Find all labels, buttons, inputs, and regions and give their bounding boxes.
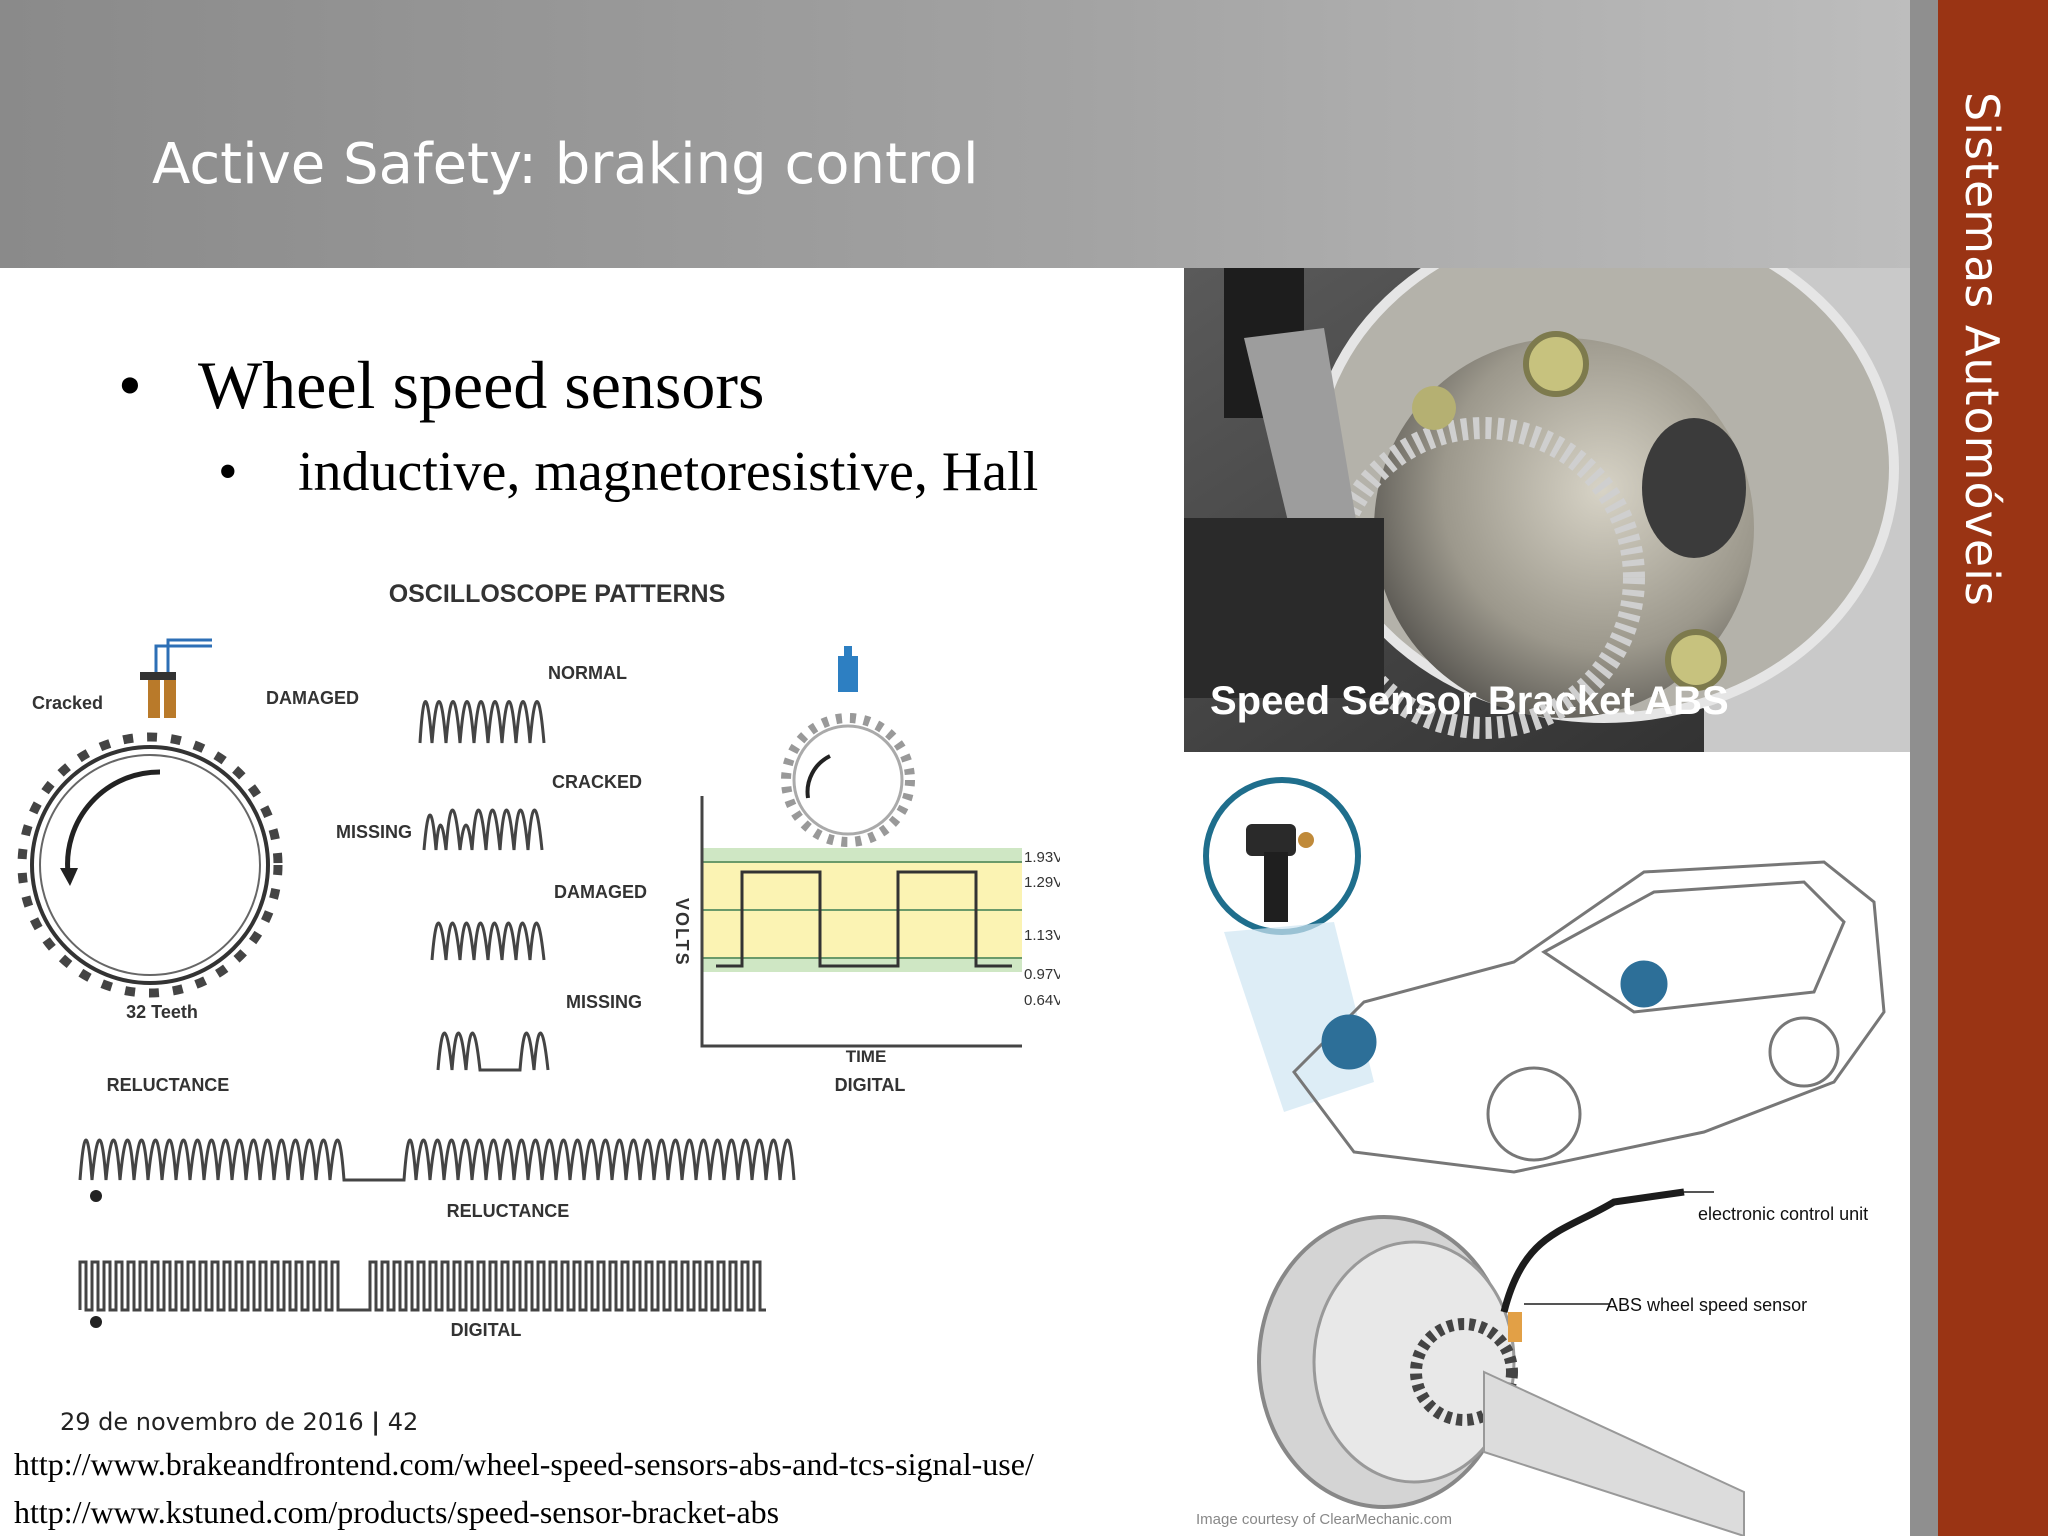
pattern-label-damaged: DAMAGED <box>554 882 647 902</box>
pattern-label-normal: NORMAL <box>548 663 627 683</box>
digital-wave-label: DIGITAL <box>451 1320 522 1340</box>
volt-level-2: 1.29V <box>1024 874 1060 891</box>
reluctance-caption: RELUCTANCE <box>107 1075 230 1095</box>
bullet-symbol: • <box>218 441 238 503</box>
tone-wheel <box>17 732 283 998</box>
speed-sensor-bracket-photo: Speed Sensor Bracket ABS <box>1184 268 1910 752</box>
ring-label-missing: MISSING <box>336 822 412 842</box>
pattern-normal-wave <box>418 700 546 744</box>
bullet-sub: • inductive, magnetoresistive, Hall <box>218 440 1038 504</box>
oscilloscope-figure: OSCILLOSCOPE PATTERNS Cracked DAMAGED MI… <box>17 580 1060 1340</box>
footer-separator: | <box>371 1408 381 1436</box>
footer-date: 29 de novembro de 2016 <box>60 1408 364 1436</box>
tone-wheel-teeth <box>17 732 283 998</box>
page-number: 42 <box>387 1408 419 1436</box>
ring-label-teeth: 32 Teeth <box>126 1002 198 1022</box>
slide-title: Active Safety: braking control <box>152 132 979 197</box>
ring-label-cracked: Cracked <box>32 693 103 713</box>
source-url-2[interactable]: http://www.kstuned.com/products/speed-se… <box>14 1494 780 1530</box>
volt-level-5: 0.64V <box>1024 992 1060 1009</box>
tone-wheel-ring <box>30 745 270 985</box>
time-axis-label: TIME <box>846 1047 887 1066</box>
hall-ring <box>781 646 915 847</box>
digital-start-dot <box>90 1316 102 1328</box>
pattern-damaged-wave <box>430 921 546 961</box>
pattern-label-cracked: CRACKED <box>552 772 642 792</box>
bullet-main-text: Wheel speed sensors <box>198 347 765 423</box>
bullet-main: • Wheel speed sensors <box>118 346 764 425</box>
source-url-1[interactable]: http://www.brakeandfrontend.com/wheel-sp… <box>14 1446 1034 1482</box>
digital-caption: DIGITAL <box>835 1075 906 1095</box>
pattern-cracked-wave <box>422 808 544 851</box>
volts-axis-label: VOLTS <box>672 898 692 967</box>
volt-level-3: 1.13V <box>1024 927 1060 944</box>
oscilloscope-title: OSCILLOSCOPE PATTERNS <box>389 580 726 608</box>
bullet-symbol: • <box>118 347 142 423</box>
volt-level-1: 1.93V <box>1024 849 1060 866</box>
rotation-arrowhead <box>60 868 78 886</box>
ecu-label: electronic control unit <box>1698 1204 1868 1224</box>
reluctance-sensor <box>140 638 212 718</box>
tone-wheel-inner <box>39 754 261 976</box>
rotation-arrow <box>65 769 161 874</box>
speed-sensor-caption: Speed Sensor Bracket ABS <box>1210 679 1729 723</box>
reluctance-start-dot <box>90 1190 102 1202</box>
car-outline <box>1292 860 1886 1174</box>
footer-date-page: 29 de novembro de 2016 | 42 <box>60 1408 418 1436</box>
slide-header: Active Safety: braking control <box>0 0 1910 268</box>
sidebar-strip <box>1910 0 1938 1536</box>
sensor-inset <box>1203 777 1361 935</box>
image-credit: Image courtesy of ClearMechanic.com <box>1196 1511 1452 1528</box>
ring-label-damaged: DAMAGED <box>266 688 359 708</box>
volt-level-4: 0.97V <box>1024 966 1060 983</box>
digital-signal-trace <box>716 870 1012 968</box>
pattern-label-missing: MISSING <box>566 992 642 1012</box>
reluctance-long-wave <box>78 1138 796 1182</box>
digital-long-wave <box>78 1260 766 1312</box>
brake-disc <box>1257 1188 1745 1536</box>
pattern-missing-wave <box>436 1031 550 1072</box>
reluctance-wave-label: RELUCTANCE <box>447 1201 570 1221</box>
abs-system-illustration: electronic control unit ABS wheel speed … <box>1184 752 1910 1536</box>
abs-sensor-label: ABS wheel speed sensor <box>1606 1295 1807 1315</box>
bullet-sub-text: inductive, magnetoresistive, Hall <box>298 441 1039 503</box>
sidebar-label: Sistemas Automóveis <box>1955 92 2009 607</box>
digital-plot <box>700 796 1022 1048</box>
